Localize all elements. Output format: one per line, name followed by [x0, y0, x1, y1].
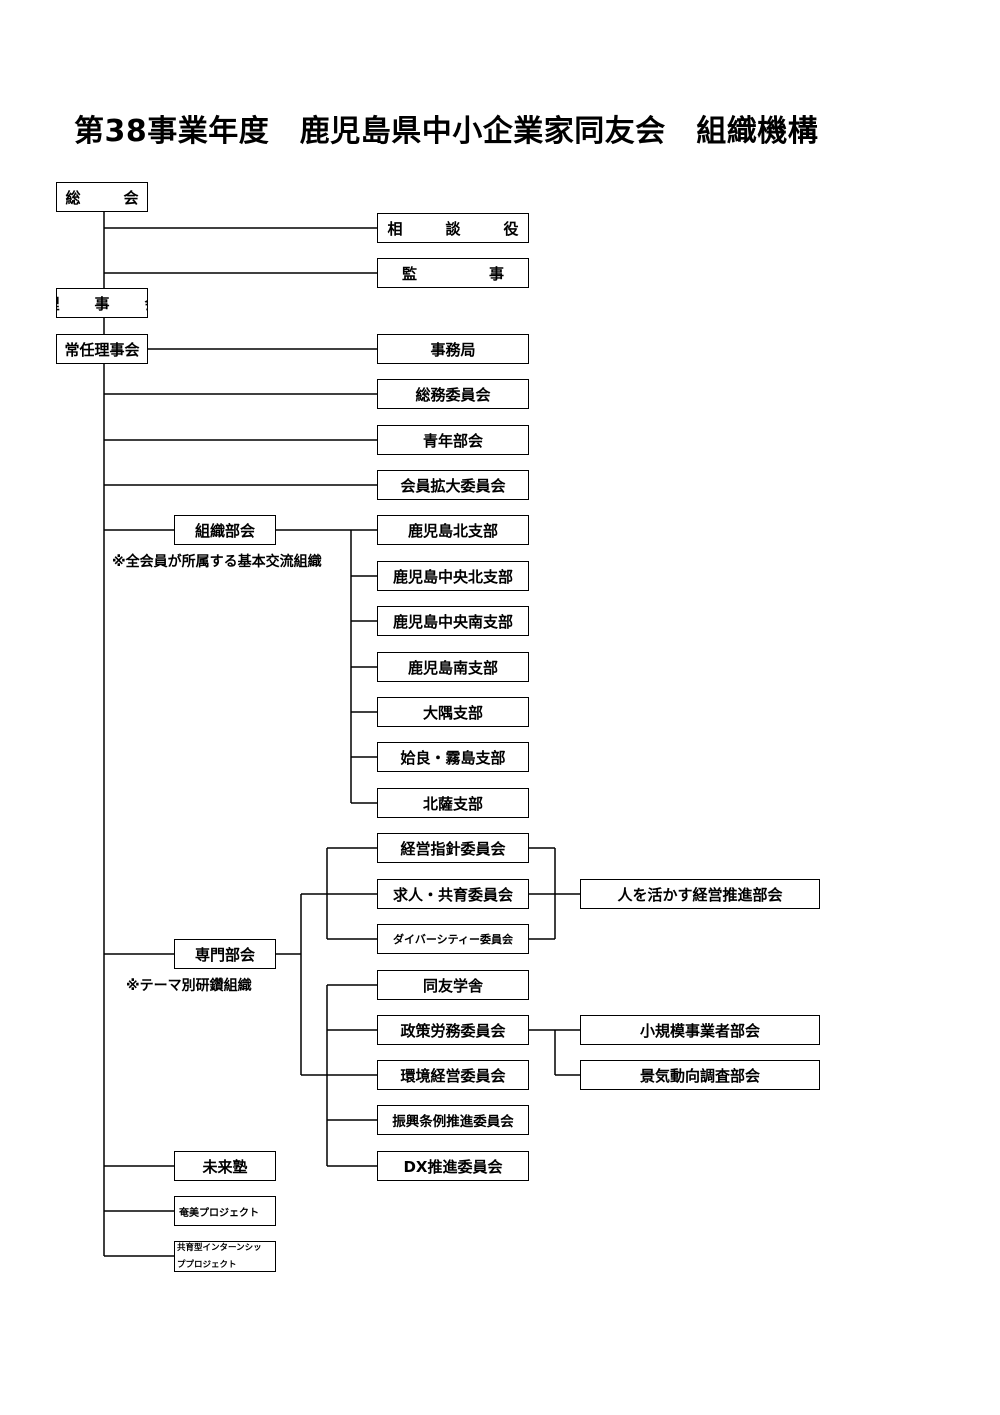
internship-project-box: 共育型インターンシッ ププロジェクト — [174, 1241, 276, 1272]
small-business-division-box: 小規模事業者部会 — [580, 1015, 820, 1045]
branch-kagoshima-north-box: 鹿児島北支部 — [377, 515, 529, 545]
organization-division-box: 組織部会 — [174, 515, 276, 545]
management-policy-committee-box: 経営指針委員会 — [377, 833, 529, 863]
page-title: 第38事業年度 鹿児島県中小企業家同友会 組織機構 — [74, 114, 819, 149]
specialized-division-box: 専門部会 — [174, 939, 276, 969]
mirai-juku-box: 未来塾 — [174, 1151, 276, 1181]
business-survey-division-box: 景気動向調査部会 — [580, 1060, 820, 1090]
amami-project-box: 奄美プロジェクト — [174, 1196, 276, 1226]
auditor-box: 監 事 — [377, 258, 529, 288]
branch-hokusatsu-box: 北薩支部 — [377, 788, 529, 818]
policy-labor-committee-box: 政策労務委員会 — [377, 1015, 529, 1045]
recruitment-education-committee-box: 求人・共育委員会 — [377, 879, 529, 909]
general-assembly-box: 総 会 — [56, 182, 148, 212]
executive-board-box: 常任理事会 — [56, 334, 148, 364]
people-management-promotion-box: 人を活かす経営推進部会 — [580, 879, 820, 909]
internship-project-label-line2: ププロジェクト — [177, 1259, 237, 1270]
doyu-school-box: 同友学舎 — [377, 970, 529, 1000]
promotion-ordinance-committee-box: 振興条例推進委員会 — [377, 1105, 529, 1135]
specialized-division-note: ※テーマ別研鑽組織 — [126, 978, 252, 994]
internship-project-label-line1: 共育型インターンシッ — [177, 1242, 262, 1253]
branch-kagoshima-central-south-box: 鹿児島中央南支部 — [377, 606, 529, 636]
board-of-directors-box: 理 事 会 — [56, 288, 148, 318]
dx-promotion-committee-box: DX推進委員会 — [377, 1151, 529, 1181]
membership-expansion-committee-box: 会員拡大委員会 — [377, 470, 529, 500]
branch-osumi-box: 大隅支部 — [377, 697, 529, 727]
organization-division-note: ※全会員が所属する基本交流組織 — [112, 554, 322, 570]
advisor-box: 相 談 役 — [377, 213, 529, 243]
general-affairs-committee-box: 総務委員会 — [377, 379, 529, 409]
secretariat-box: 事務局 — [377, 334, 529, 364]
environmental-management-committee-box: 環境経営委員会 — [377, 1060, 529, 1090]
diversity-committee-box: ダイバーシティー委員会 — [377, 924, 529, 954]
youth-division-box: 青年部会 — [377, 425, 529, 455]
branch-kagoshima-central-north-box: 鹿児島中央北支部 — [377, 561, 529, 591]
branch-kagoshima-south-box: 鹿児島南支部 — [377, 652, 529, 682]
branch-aira-kirishima-box: 姶良・霧島支部 — [377, 742, 529, 772]
